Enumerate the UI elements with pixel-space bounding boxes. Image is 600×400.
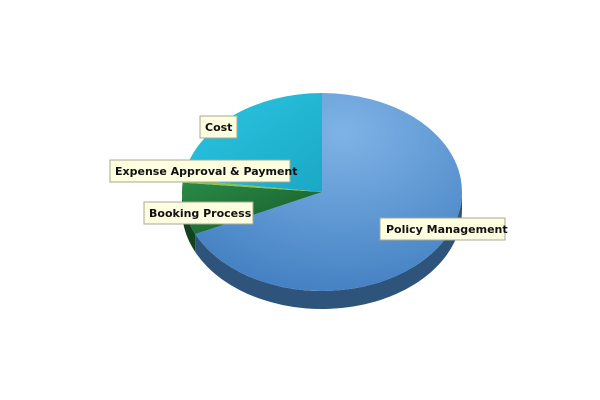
label-policy-management-text: Policy Management xyxy=(386,223,508,236)
label-expense-approval-text: Expense Approval & Payment xyxy=(115,165,298,178)
label-booking-process-text: Booking Process xyxy=(149,207,252,220)
pie-labels: Cost Expense Approval & Payment Booking … xyxy=(109,115,508,241)
pie-slice-expense-approval-payment[interactable] xyxy=(182,179,322,192)
label-cost-text: Cost xyxy=(205,121,232,134)
label-expense-approval: Expense Approval & Payment xyxy=(109,159,298,183)
pie-side-booking-process xyxy=(182,192,196,253)
pie-sides xyxy=(182,192,462,309)
pie-slice-policy-management[interactable] xyxy=(195,93,463,291)
pie-side-policy-management xyxy=(195,192,462,309)
label-policy-management: Policy Management xyxy=(379,217,508,241)
label-cost: Cost xyxy=(199,115,238,139)
label-booking-process: Booking Process xyxy=(143,201,254,225)
